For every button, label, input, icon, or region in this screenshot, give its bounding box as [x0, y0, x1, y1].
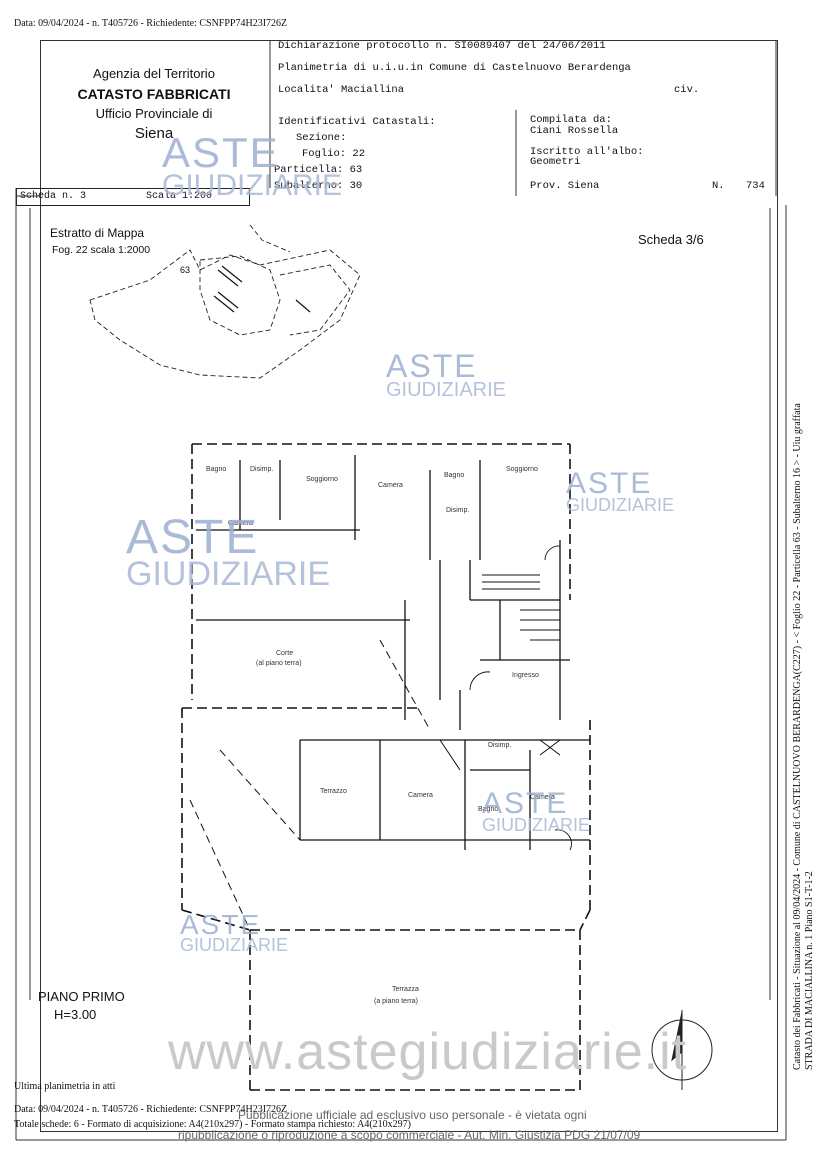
footer-publication-notice-2: ripubblicazione o riproduzione a scopo c… [178, 1128, 641, 1142]
room-terrazza: Terrazza [392, 986, 419, 993]
compilata-label: Compilata da: [530, 114, 612, 126]
albo-label: Iscritto all'albo: [530, 146, 644, 158]
province-label: Prov. Siena [530, 180, 600, 192]
identifier-foglio: Foglio: 22 [302, 148, 366, 160]
office-block: Agenzia del Territorio CATASTO FABBRICAT… [44, 64, 264, 144]
office-agency: Agenzia del Territorio [93, 66, 215, 81]
watermark-url: www.astegiudiziarie.it [168, 1023, 688, 1081]
scheda-sheet-count: Scheda 3/6 [638, 232, 704, 247]
compiler-name: Ciani Rossella [530, 125, 619, 137]
floor-height: H=3.00 [54, 1007, 97, 1022]
watermark-aste-5: ASTE GIUDIZIARIE [482, 787, 591, 835]
room-soggiorno: Soggiorno [306, 476, 338, 483]
side-info-line-2: STRADA DI MACIALLINA n. 1 Piano S1-T-1-2 [804, 871, 815, 1070]
room-terrazza-note: (a piano terra) [374, 998, 418, 1005]
floor-label: PIANO PRIMO H=3.00 [38, 988, 125, 1024]
albo-value: Geometri [530, 156, 581, 168]
map-extract-scale: Fog. 22 scala 1:2000 [52, 244, 151, 256]
document-frame [40, 40, 778, 1132]
footer-latest-plan: Ultima planimetria in atti [14, 1081, 116, 1092]
room-bagno: Bagno [206, 466, 227, 473]
footer-publication-notice-1: Pubblicazione ufficiale ad esclusivo uso… [238, 1108, 587, 1122]
protocol-line: Dichiarazione protocollo n. SI0089407 de… [278, 40, 606, 52]
room-bagno-2: Bagno [444, 472, 465, 479]
room-terrazzo: Terrazzo [320, 788, 347, 795]
header-request-line: Data: 09/04/2024 - n. T405726 - Richiede… [14, 18, 288, 29]
side-info-line-1: Catasto dei Fabbricati - Situazione al 0… [792, 403, 803, 1070]
identifier-subalterno: Subalterno: 30 [274, 180, 363, 192]
scheda-scale: Scala 1:200 [146, 191, 213, 202]
room-camera-4: Camera [530, 794, 555, 801]
planimetria-line: Planimetria di u.i.u.in Comune di Castel… [278, 62, 631, 74]
footer-request-line: Data: 09/04/2024 - n. T405726 - Richiede… [14, 1104, 288, 1115]
office-catasto: CATASTO FABBRICATI [77, 86, 231, 102]
registration-n-label: N. [712, 180, 725, 192]
watermark-aste-6: ASTE GIUDIZIARIE [180, 909, 289, 956]
room-disimpegno: Disimp. [250, 466, 274, 473]
identifier-particella: Particella: 63 [274, 164, 363, 176]
side-cadastral-info: Catasto dei Fabbricati - Situazione al 0… [792, 320, 816, 1070]
room-ingresso: Ingresso [512, 672, 539, 679]
room-disimpegno-2: Disimp. [446, 507, 470, 514]
map-parcel-label: 63 [180, 265, 191, 275]
office-ufficio: Ufficio Provinciale di [95, 106, 213, 121]
identifiers-title: Identificativi Catastali: [278, 116, 436, 128]
watermark-aste-4: ASTE GIUDIZIARIE [126, 511, 331, 594]
watermark-aste-3: ASTE GIUDIZIARIE [566, 467, 675, 515]
identifier-sezione: Sezione: [296, 132, 347, 144]
map-extract-title: Estratto di Mappa [50, 226, 145, 240]
scheda-number: Scheda n. 3 [20, 191, 87, 202]
floor-name: PIANO PRIMO [38, 989, 125, 1004]
watermark-aste-1: ASTE GIUDIZIARIE [162, 129, 343, 202]
room-camera-3: Camera [408, 792, 433, 799]
room-camera: Camera [378, 482, 403, 489]
room-bagno-3: Bagno [478, 806, 499, 813]
room-soggiorno-2: Soggiorno [506, 466, 538, 473]
room-corte: Corte [276, 650, 294, 657]
room-camera-2: Camera [228, 520, 253, 527]
registration-number: 734 [746, 180, 765, 192]
localita-line: Localita' Maciallina [278, 84, 405, 96]
office-city: Siena [134, 125, 174, 142]
room-disimpegno-3: Disimp. [488, 742, 512, 749]
civ-label: civ. [674, 84, 700, 96]
watermark-aste-2: ASTE GIUDIZIARIE [386, 348, 507, 401]
room-corte-note: (al piano terra) [256, 660, 302, 667]
footer-sheets-format: Totale schede: 6 - Formato di acquisizio… [14, 1119, 411, 1130]
